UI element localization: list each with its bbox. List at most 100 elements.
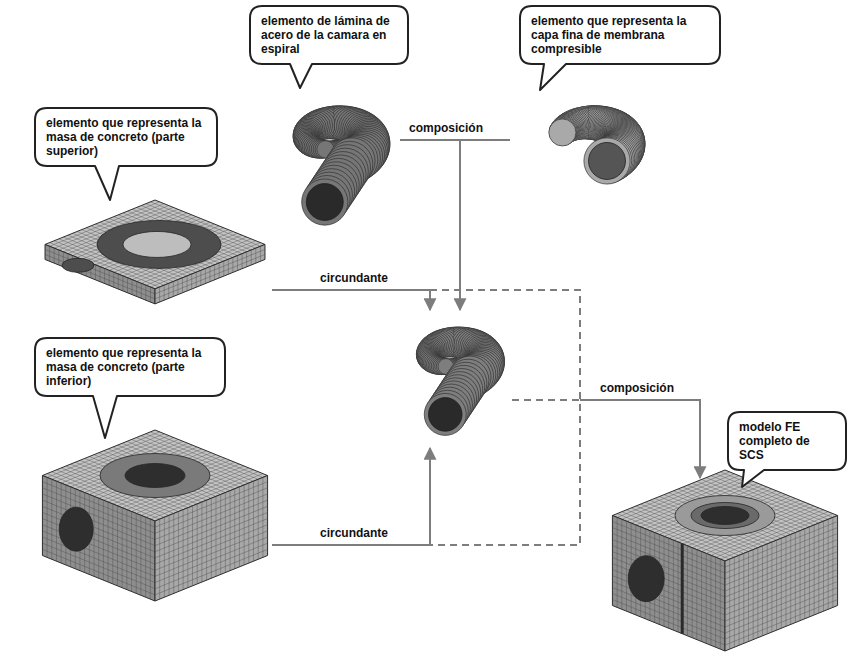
tube-section: [302, 179, 348, 225]
inlet-opening: [59, 507, 93, 551]
mesh-line: [753, 550, 754, 640]
mesh-line: [232, 257, 233, 272]
mesh-line: [54, 248, 55, 263]
callout-bubble: elemento que representa la masa de concr…: [35, 338, 225, 396]
combined-spiral-case: [416, 327, 504, 436]
mesh-line: [790, 534, 791, 624]
mesh-line: [42, 537, 155, 583]
mesh-line: [214, 265, 215, 280]
mesh-line: [776, 540, 777, 630]
mesh-line: [150, 287, 151, 302]
mesh-line: [109, 270, 110, 285]
mesh-line: [155, 543, 268, 589]
tube-opening: [428, 398, 462, 432]
spiral-cavity: [97, 220, 221, 268]
mesh-line: [664, 495, 777, 541]
mesh-line: [814, 525, 815, 615]
mesh-line: [626, 521, 627, 611]
flow-label: circundante: [318, 271, 390, 285]
mesh-line: [260, 246, 261, 261]
inlet-opening: [628, 556, 664, 602]
callout-text: elemento que representa la masa de concr…: [46, 116, 206, 158]
flow-arrow: [272, 290, 430, 310]
mesh-line: [673, 540, 674, 630]
mesh-line: [832, 517, 833, 607]
mesh-line: [669, 493, 782, 539]
mesh-line: [725, 582, 838, 628]
mesh-line: [145, 285, 146, 300]
mesh-line: [155, 500, 268, 546]
mesh-line: [42, 531, 155, 577]
spiral-seat: [675, 496, 775, 536]
bubble-shape: [35, 108, 217, 200]
mesh-line: [182, 278, 183, 293]
mesh-line: [95, 265, 96, 280]
slot-line: [681, 544, 684, 634]
stay-ring: [691, 503, 759, 529]
tube-section: [549, 119, 576, 146]
mesh-line: [673, 491, 786, 537]
bubble-shape: [250, 6, 408, 88]
mesh-line: [621, 519, 622, 609]
inlet-cut: [62, 258, 94, 272]
mesh-line: [155, 519, 268, 565]
mesh-line: [800, 531, 801, 621]
mesh-line: [136, 281, 137, 296]
mesh-line: [804, 529, 805, 619]
mesh-line: [100, 267, 101, 282]
mesh-line: [612, 582, 725, 628]
mesh-line: [155, 537, 268, 583]
mesh-line: [177, 280, 178, 295]
callout-bubble: elemento que representa la masa de concr…: [35, 108, 217, 166]
mesh-line: [42, 512, 155, 558]
mesh-line: [155, 494, 268, 539]
mesh-line: [155, 506, 268, 551]
mesh-line: [701, 552, 702, 642]
mesh-line: [191, 274, 192, 289]
callout-text: modelo FE completo de SCS: [739, 420, 835, 462]
mesh-line: [173, 281, 174, 296]
mesh-line: [725, 564, 838, 610]
concrete-block: [45, 200, 265, 304]
flow-label: composición: [407, 121, 485, 135]
mesh-line: [99, 453, 212, 499]
mesh-line: [255, 248, 256, 263]
mesh-face: [725, 516, 838, 652]
flow-arrow: [400, 139, 510, 141]
mesh-line: [223, 261, 224, 276]
mesh-line: [678, 542, 679, 632]
mesh-line: [104, 269, 105, 284]
mesh-line: [743, 553, 744, 643]
mesh-line: [205, 269, 206, 284]
tube-section: [549, 118, 576, 145]
flow-label: circundante: [318, 526, 390, 540]
mesh-line: [242, 254, 243, 269]
mesh-line: [42, 500, 155, 546]
mesh-line: [682, 544, 683, 634]
mesh-line: [122, 276, 123, 291]
mesh-line: [692, 548, 693, 638]
mesh-line: [237, 256, 238, 271]
mesh-line: [809, 527, 810, 617]
mesh-line: [706, 553, 707, 643]
mesh-line: [725, 576, 838, 622]
pit-opening: [125, 464, 185, 488]
mesh-line: [228, 259, 229, 274]
mesh-line: [187, 276, 188, 291]
mesh-line: [141, 283, 142, 298]
mesh-line: [58, 250, 59, 265]
mesh-line: [729, 559, 730, 649]
mesh-line: [117, 445, 230, 491]
tube-section: [584, 138, 630, 184]
mesh-line: [757, 548, 758, 638]
mesh-line: [725, 534, 838, 580]
mesh-line: [725, 546, 838, 592]
flow-label: composición: [598, 381, 676, 395]
mesh-line: [159, 287, 160, 302]
membrane-layer: [549, 106, 645, 184]
mesh-line: [200, 270, 201, 285]
mesh-line: [818, 523, 819, 613]
mesh-line: [246, 252, 247, 267]
mesh-line: [696, 550, 697, 640]
